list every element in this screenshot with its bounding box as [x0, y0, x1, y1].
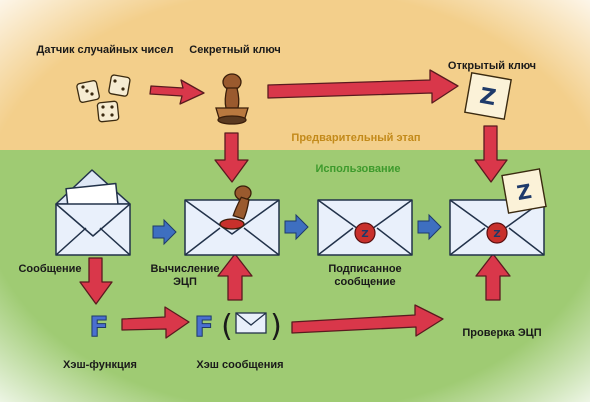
message-hash-label: Хэш сообщения	[196, 359, 284, 371]
compute-signature-label: Вычисление ЭЦП	[150, 263, 220, 288]
arrow-compute-to-signed	[284, 213, 309, 241]
stamp-icon	[219, 185, 252, 230]
preliminary-band-label: Предварительный этап	[291, 132, 421, 144]
arrow-secret-to-public	[267, 69, 459, 104]
public-key-card-icon: Z	[464, 72, 512, 120]
public-key-card-icon: Z	[501, 168, 547, 214]
rng-label: Датчик случайных чисел	[36, 44, 174, 56]
arrow-message-to-compute	[152, 218, 177, 246]
seal-icon: Z	[354, 222, 376, 244]
hash-function-label: Хэш-функция	[63, 359, 137, 371]
envelope-icon	[235, 312, 267, 334]
envelope-icon	[55, 169, 131, 256]
hash-function-icon: F	[89, 310, 109, 344]
svg-text:Z: Z	[478, 84, 498, 111]
svg-text:(: (	[221, 309, 233, 344]
arrow-hash-to-verify	[291, 304, 444, 337]
usage-band-label: Использование	[315, 163, 401, 175]
svg-text:Z: Z	[493, 229, 500, 240]
arrow-message-to-hashfn	[79, 257, 113, 305]
arrow-hash-to-compute	[217, 253, 253, 301]
svg-text:Z: Z	[361, 229, 368, 240]
svg-text:F: F	[89, 310, 108, 343]
svg-text:Z: Z	[515, 179, 533, 205]
public-key-label: Открытый ключ	[447, 60, 537, 72]
arrow-hashfn-to-hash	[121, 306, 190, 339]
secret-key-label: Секретный ключ	[189, 44, 281, 56]
dice-icon	[76, 74, 131, 123]
seal-icon: Z	[486, 222, 508, 244]
arrow-up-to-verify	[475, 253, 511, 301]
message-label: Сообщение	[18, 263, 82, 275]
svg-text:): )	[270, 309, 282, 344]
verify-signature-label: Проверка ЭЦП	[462, 327, 542, 339]
message-hash-icon: F ( )	[194, 309, 282, 344]
svg-text:F: F	[194, 310, 213, 343]
arrow-rng-to-key	[149, 79, 205, 105]
arrow-public-to-verify	[474, 125, 508, 183]
stamp-icon	[215, 73, 249, 125]
signed-message-label: Подписанное сообщение	[328, 263, 402, 288]
arrow-signed-to-verify	[417, 213, 442, 241]
arrow-key-to-compute	[214, 132, 249, 183]
